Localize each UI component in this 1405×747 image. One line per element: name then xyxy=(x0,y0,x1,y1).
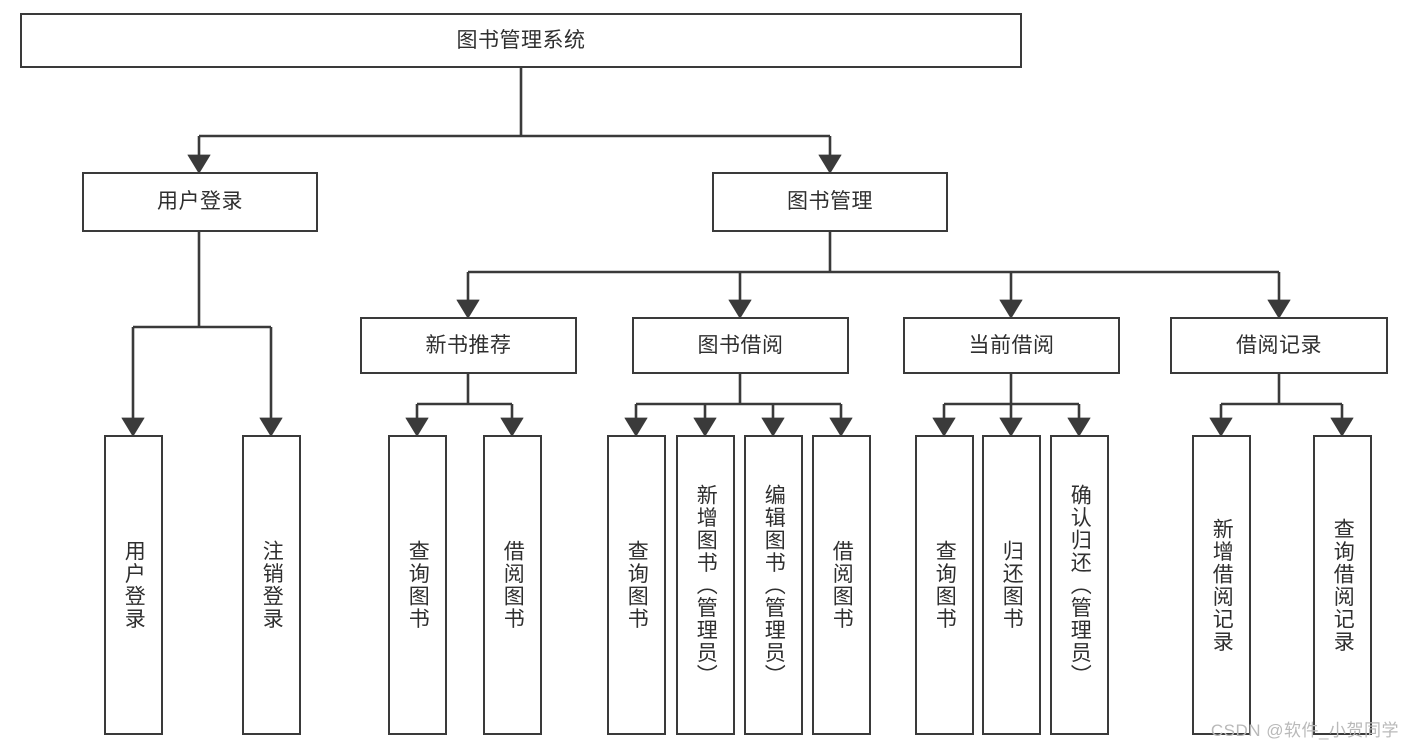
node-book-manage[interactable]: 图书管理 xyxy=(712,172,948,232)
node-leaf-cur-query[interactable]: 查询图书 xyxy=(915,435,974,735)
node-leaf-rec-borrow[interactable]: 借阅图书 xyxy=(483,435,542,735)
node-leaf-rec-search-label: 查询借阅记录 xyxy=(1331,517,1355,653)
node-leaf-borrow-edit-label: 编辑图书（管理员） xyxy=(762,483,786,687)
node-leaf-borrow-query-label: 查询图书 xyxy=(625,540,649,630)
node-leaf-user-login-label: 用户登录 xyxy=(122,540,146,630)
node-leaf-cur-confirm[interactable]: 确认归还（管理员） xyxy=(1050,435,1109,735)
node-book-borrow[interactable]: 图书借阅 xyxy=(632,317,849,374)
node-leaf-cur-return[interactable]: 归还图书 xyxy=(982,435,1041,735)
node-root-label: 图书管理系统 xyxy=(456,28,586,52)
node-leaf-cur-return-label: 归还图书 xyxy=(1000,540,1024,630)
node-leaf-borrow-query[interactable]: 查询图书 xyxy=(607,435,666,735)
node-new-book-rec-label: 新书推荐 xyxy=(425,333,512,357)
node-leaf-rec-borrow-label: 借阅图书 xyxy=(501,540,525,630)
node-user-login-label: 用户登录 xyxy=(157,190,243,214)
node-leaf-cur-query-label: 查询图书 xyxy=(933,540,957,630)
node-leaf-borrow-do[interactable]: 借阅图书 xyxy=(812,435,871,735)
node-current-borrow-label: 当前借阅 xyxy=(968,333,1055,357)
node-leaf-rec-query-label: 查询图书 xyxy=(406,540,430,630)
node-leaf-borrow-add-label: 新增图书（管理员） xyxy=(694,483,718,687)
node-new-book-rec[interactable]: 新书推荐 xyxy=(360,317,577,374)
node-leaf-rec-query[interactable]: 查询图书 xyxy=(388,435,447,735)
node-book-manage-label: 图书管理 xyxy=(787,190,873,214)
node-leaf-rec-add-label: 新增借阅记录 xyxy=(1210,517,1234,653)
node-leaf-user-logout[interactable]: 注销登录 xyxy=(242,435,301,735)
node-root[interactable]: 图书管理系统 xyxy=(20,13,1022,68)
node-leaf-user-logout-label: 注销登录 xyxy=(260,540,284,630)
node-leaf-rec-search[interactable]: 查询借阅记录 xyxy=(1313,435,1372,735)
node-leaf-borrow-do-label: 借阅图书 xyxy=(830,540,854,630)
node-leaf-borrow-edit[interactable]: 编辑图书（管理员） xyxy=(744,435,803,735)
node-borrow-record-label: 借阅记录 xyxy=(1236,333,1322,357)
node-user-login[interactable]: 用户登录 xyxy=(82,172,318,232)
node-current-borrow[interactable]: 当前借阅 xyxy=(903,317,1120,374)
node-book-borrow-label: 图书借阅 xyxy=(697,333,784,357)
node-leaf-borrow-add[interactable]: 新增图书（管理员） xyxy=(676,435,735,735)
node-leaf-user-login[interactable]: 用户登录 xyxy=(104,435,163,735)
node-leaf-cur-confirm-label: 确认归还（管理员） xyxy=(1068,483,1092,687)
node-leaf-rec-add[interactable]: 新增借阅记录 xyxy=(1192,435,1251,735)
node-borrow-record[interactable]: 借阅记录 xyxy=(1170,317,1388,374)
